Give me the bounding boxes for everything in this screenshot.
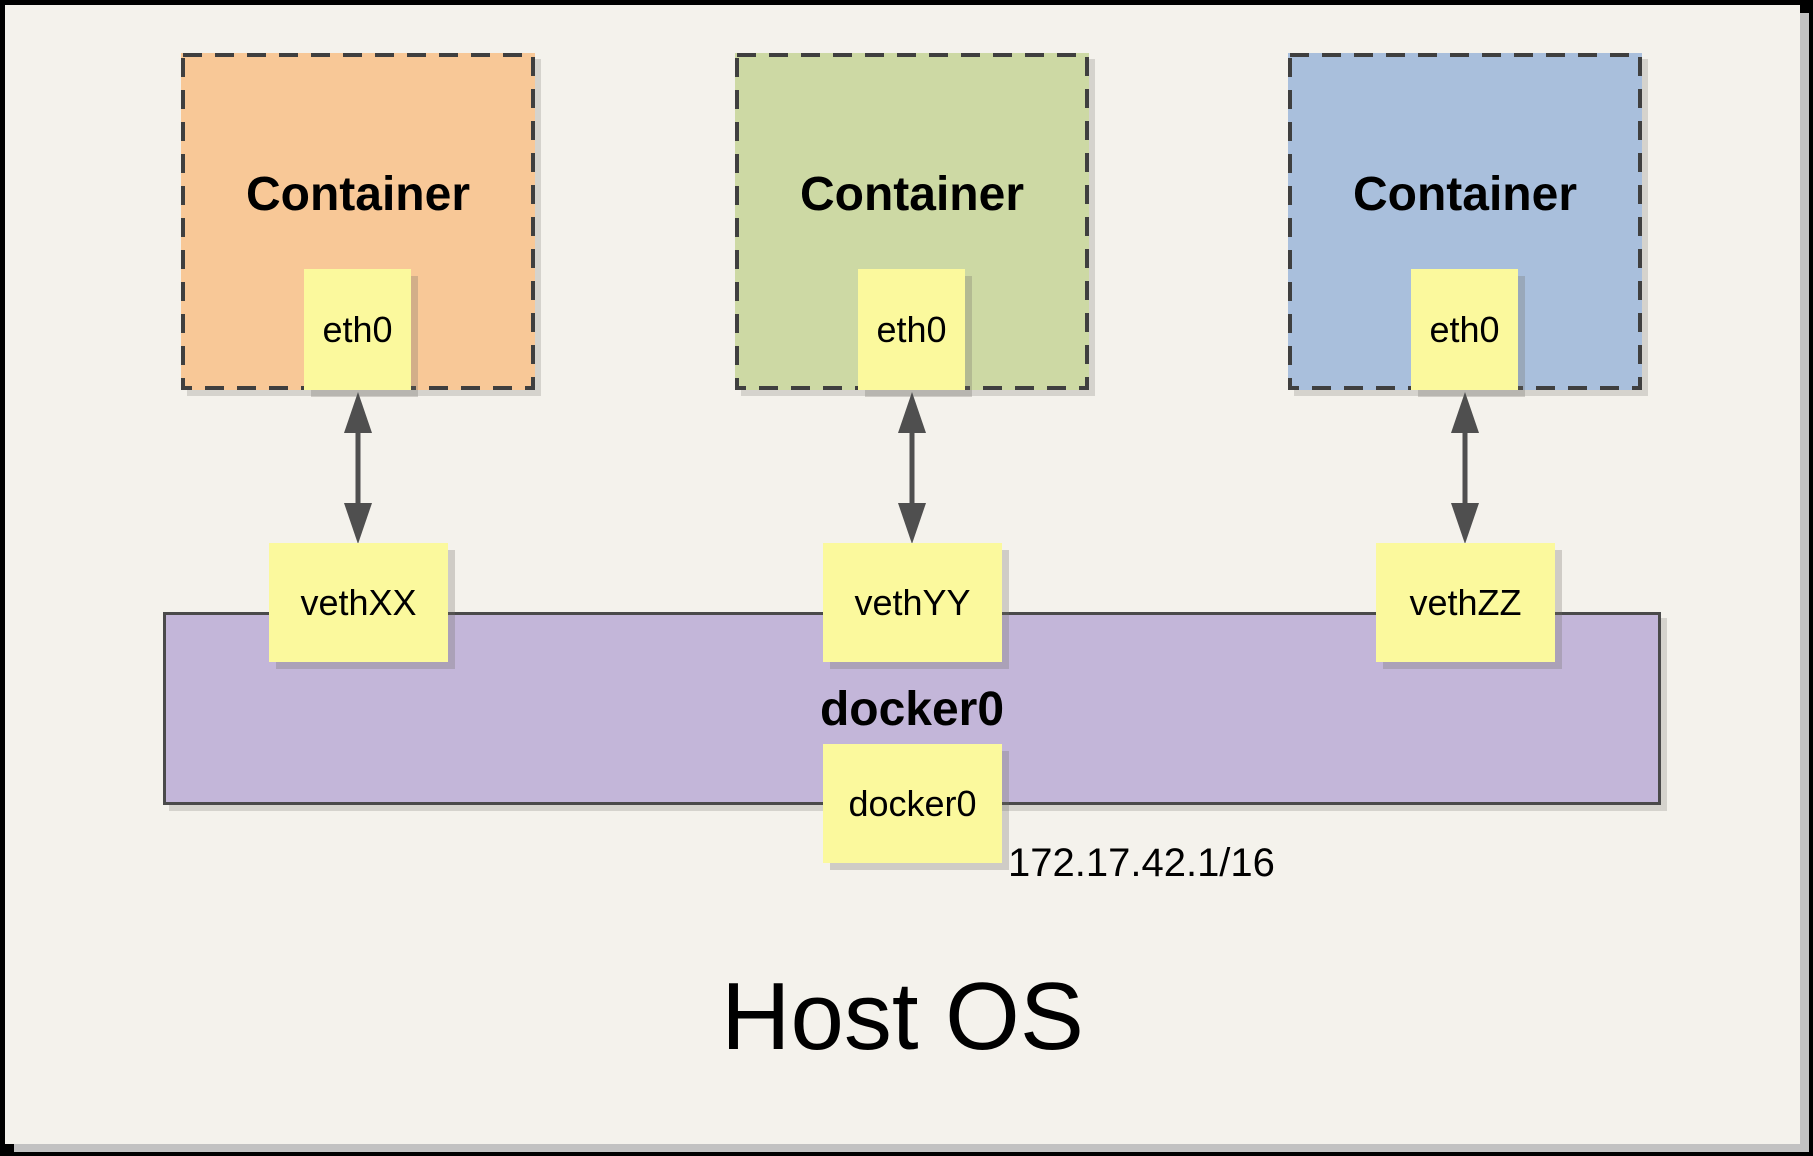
eth0-veth-arrow bbox=[1447, 391, 1483, 545]
host-os-panel: Container eth0 Container eth0 Container … bbox=[5, 5, 1800, 1144]
docker0-bridge-label: docker0 bbox=[819, 683, 1005, 736]
dashed-border bbox=[735, 53, 1089, 390]
eth0-label: eth0 bbox=[322, 308, 393, 350]
container-box: Container eth0 bbox=[1288, 53, 1642, 390]
container-box: Container eth0 bbox=[181, 53, 535, 390]
veth-label: vethXX bbox=[300, 581, 417, 623]
eth0-veth-arrow bbox=[894, 391, 930, 545]
host-os-label: Host OS bbox=[721, 963, 1084, 1070]
eth0-label: eth0 bbox=[876, 308, 947, 350]
bridge-ip-address: 172.17.42.1/16 bbox=[1008, 841, 1275, 885]
dashed-border bbox=[181, 53, 535, 390]
docker0-label: docker0 bbox=[848, 782, 977, 824]
container-box: Container eth0 bbox=[735, 53, 1089, 390]
veth-interface-box: vethYY bbox=[823, 543, 1002, 662]
eth0-veth-arrow bbox=[340, 391, 376, 545]
veth-interface-box: vethZZ bbox=[1376, 543, 1555, 662]
eth0-interface-box: eth0 bbox=[304, 269, 411, 390]
eth0-interface-box: eth0 bbox=[858, 269, 965, 390]
eth0-interface-box: eth0 bbox=[1411, 269, 1518, 390]
container-label: Container bbox=[245, 168, 470, 221]
docker0-interface-box: docker0 bbox=[823, 744, 1002, 863]
dashed-border bbox=[1288, 53, 1642, 390]
container-label: Container bbox=[799, 168, 1024, 221]
veth-label: vethZZ bbox=[1409, 581, 1522, 623]
eth0-label: eth0 bbox=[1429, 308, 1500, 350]
veth-interface-box: vethXX bbox=[269, 543, 448, 662]
container-label: Container bbox=[1352, 168, 1577, 221]
veth-label: vethYY bbox=[854, 581, 971, 623]
